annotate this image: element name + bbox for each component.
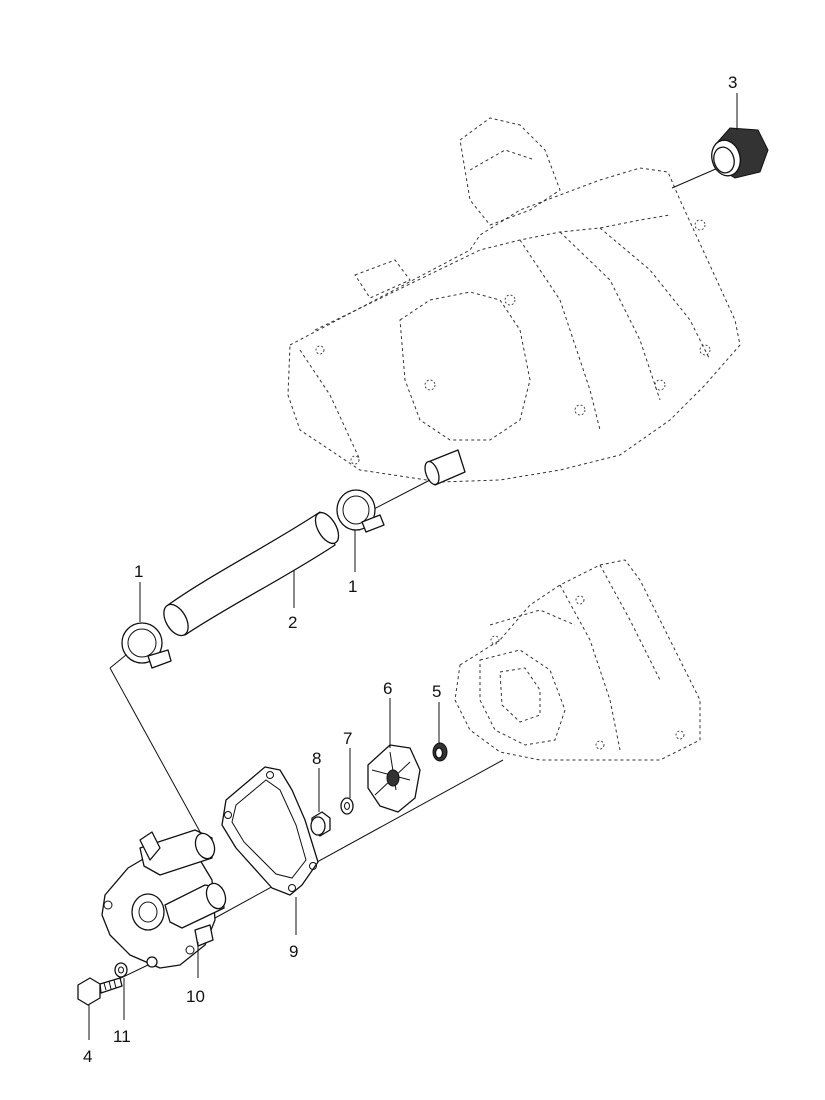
part-5-seal — [432, 742, 448, 762]
part-9-gasket — [221, 766, 319, 896]
callout-leaders — [88, 93, 738, 1040]
part-6-impeller — [367, 744, 421, 813]
head-outlet-spigot — [424, 449, 466, 486]
callout-11: 11 — [113, 1027, 131, 1046]
part-11-washer — [114, 962, 128, 978]
callout-8: 8 — [312, 749, 321, 768]
callout-1-upper: 1 — [348, 577, 357, 596]
callout-5: 5 — [432, 682, 441, 701]
part-3-thermostat — [711, 127, 769, 179]
cylinder-head-outline — [287, 117, 741, 483]
part-7-washer — [340, 797, 354, 815]
part-2-hose — [163, 511, 340, 637]
crankcase-outline — [454, 559, 701, 761]
part-1-clamp-lower — [121, 622, 172, 669]
callout-4: 4 — [83, 1047, 92, 1066]
part-10-pump-cover — [101, 829, 227, 969]
part-1-clamp-upper — [336, 489, 385, 533]
part-4-bolt — [77, 977, 123, 1006]
callout-3: 3 — [728, 73, 737, 92]
callout-9: 9 — [289, 942, 298, 961]
callout-6: 6 — [383, 679, 392, 698]
callout-7: 7 — [343, 729, 352, 748]
callout-10: 10 — [186, 987, 205, 1006]
callout-2: 2 — [288, 613, 297, 632]
part-8-fitting — [310, 811, 331, 837]
callout-1-lower: 1 — [134, 562, 143, 581]
